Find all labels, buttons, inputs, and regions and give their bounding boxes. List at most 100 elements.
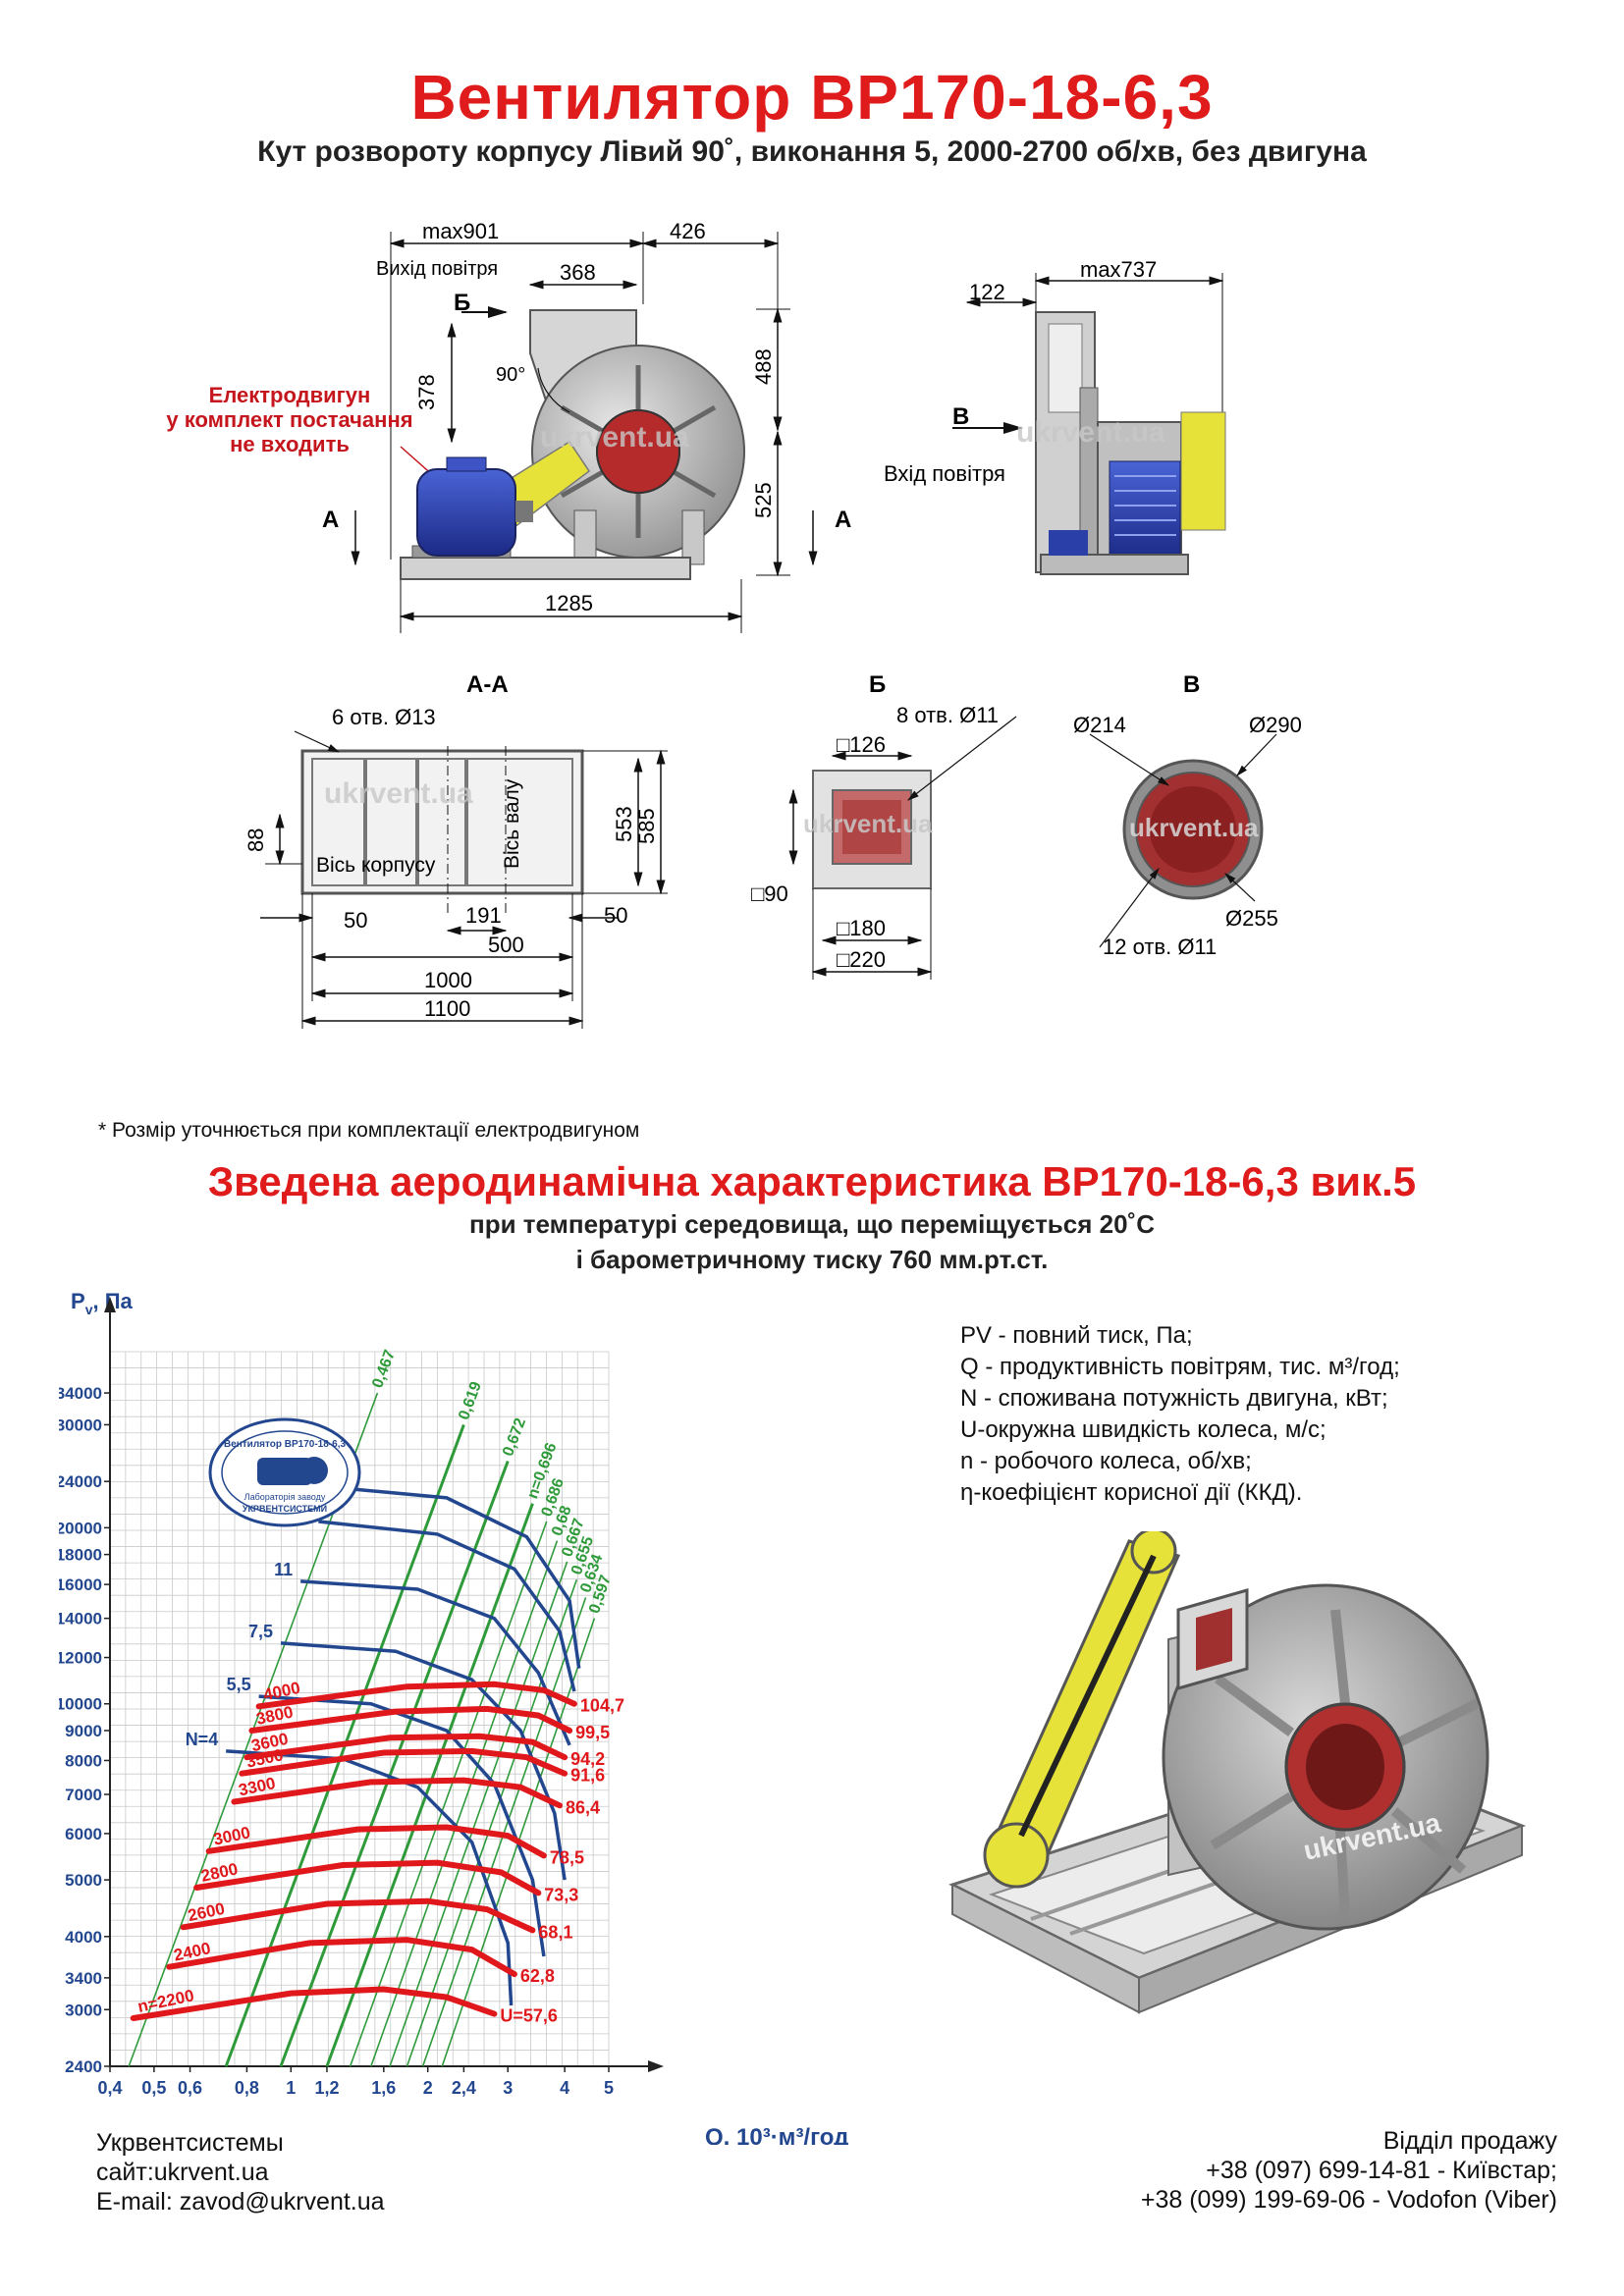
view-b-holes: 8 отв. Ø11 — [896, 703, 999, 727]
dim-585: 585 — [634, 808, 659, 844]
power-curve — [280, 1641, 567, 1881]
u-label: 91,6 — [570, 1766, 605, 1786]
aero-line2: і барометричному тиску 760 мм.рт.ст. — [575, 1245, 1049, 1274]
dim-180: □180 — [837, 916, 886, 940]
watermark-side: ukrvent.ua — [1016, 416, 1165, 449]
label-b: Б — [454, 290, 470, 316]
page-title: Вентилятор ВР170-18-6,3 — [410, 62, 1214, 133]
speed-curve — [180, 1897, 536, 1934]
speed-curve — [205, 1824, 547, 1859]
footnote: * Розмір уточнюється при комплектації ел… — [98, 1119, 640, 1142]
power-label: 11 — [274, 1560, 293, 1579]
motor-note-line: у комплект постачання — [166, 407, 413, 432]
dim-122: 122 — [969, 280, 1005, 304]
page-subtitle: Кут розвороту корпусу Лівий 90˚, виконан… — [257, 135, 1367, 168]
dim-max737: max737 — [1080, 257, 1157, 282]
label-a-left: А — [322, 507, 339, 533]
motor-note-line: не входить — [230, 432, 350, 456]
dim-1285: 1285 — [545, 591, 593, 615]
watermark-v: ukrvent.ua — [1129, 813, 1259, 842]
y-tick-label: 8000 — [65, 1751, 102, 1770]
fan-render: ukrvent.ua — [948, 1531, 1527, 2014]
view-v-holes: 12 отв. Ø11 — [1103, 934, 1217, 959]
u-label: 73,3 — [544, 1885, 578, 1904]
outlet-label: Вихід повітря — [376, 258, 498, 280]
motor-note-line: Електродвигун — [208, 383, 371, 407]
power-curve — [226, 1749, 514, 2006]
chart-legend: PV - повний тиск, Па; Q - продуктивність… — [960, 1320, 1400, 1509]
speed-curve — [244, 1733, 568, 1761]
label-a-right: А — [835, 507, 851, 533]
y-tick-label: 9000 — [65, 1722, 102, 1740]
view-b-title: Б — [869, 671, 886, 698]
u-label: 94,2 — [570, 1749, 605, 1769]
y-tick-label: 34000 — [59, 1384, 102, 1403]
badge-line2: Лабораторія заводу — [244, 1492, 326, 1502]
footer-left: Укрвентсистемы сайт:ukrvent.ua E-mail: z… — [96, 2128, 385, 2216]
dim-50-left: 50 — [344, 908, 367, 933]
y-tick-label: 7000 — [65, 1786, 102, 1804]
company-email: E-mail: zavod@ukrvent.ua — [96, 2188, 385, 2216]
u-label: 62,8 — [520, 1966, 555, 1986]
y-tick-label: 2400 — [65, 2057, 102, 2076]
x-tick-label: 1 — [286, 2078, 296, 2098]
speed-curve — [193, 1859, 542, 1896]
legend-item: N - споживана потужність двигуна, кВт; — [960, 1385, 1388, 1412]
x-tick-label: 2 — [423, 2078, 433, 2098]
power-label: 7,5 — [248, 1622, 273, 1641]
y-tick-label: 10000 — [59, 1695, 102, 1714]
section-aa — [260, 730, 668, 1029]
y-tick-label: 6000 — [65, 1825, 102, 1843]
legend-item: U-окружна швидкість колеса, м/с; — [960, 1416, 1326, 1443]
y-axis-label: Pv, Па — [71, 1289, 134, 1317]
power-curve — [318, 1520, 576, 1692]
u-label: 99,5 — [575, 1723, 610, 1742]
label-v: В — [952, 403, 969, 430]
x-tick-label: 2,4 — [452, 2078, 476, 2098]
dim-488: 488 — [751, 348, 776, 385]
badge-line3: УКРВЕНТСИСТЕМИ — [243, 1504, 327, 1514]
badge-line1: Вентилятор ВР170-18-6,3 — [224, 1439, 347, 1450]
dim-50-right: 50 — [604, 903, 627, 928]
y-axis-label-main: P — [71, 1289, 85, 1313]
y-tick-label: 16000 — [59, 1575, 102, 1594]
power-label: N=4 — [186, 1730, 219, 1749]
x-tick-label: 4 — [560, 2078, 569, 2098]
company-name: Укрвентсистемы — [96, 2129, 284, 2157]
u-label: 68,1 — [538, 1922, 572, 1942]
lab-badge: Вентилятор ВР170-18-6,3 Лабораторія заво… — [208, 1417, 361, 1527]
x-axis-arrow — [648, 2060, 664, 2072]
watermark-b: ukrvent.ua — [803, 809, 933, 838]
y-tick-label: 3400 — [65, 1969, 102, 1988]
u-label: 104,7 — [580, 1696, 624, 1716]
efficiency-line — [325, 1503, 534, 2067]
efficiency-line — [389, 1561, 568, 2067]
y-tick-label: 20000 — [59, 1519, 102, 1537]
efficiency-label: 0,619 — [456, 1379, 485, 1422]
dim-88: 88 — [244, 828, 268, 852]
x-tick-label: 1,6 — [371, 2078, 396, 2098]
view-b — [788, 716, 1017, 980]
sales-heading: Відділ продажу — [1382, 2127, 1557, 2155]
dim-max901: max901 — [422, 219, 499, 243]
u-label: U=57,6 — [500, 2006, 558, 2026]
aa-holes: 6 отв. Ø13 — [332, 705, 436, 729]
y-tick-label: 12000 — [59, 1649, 102, 1668]
efficiency-label: 0,672 — [500, 1415, 529, 1459]
legend-item: PV - повний тиск, Па; — [960, 1322, 1193, 1349]
x-tick-label: 0,4 — [97, 2078, 122, 2098]
section-aa-title: А-А — [466, 671, 509, 698]
y-tick-label: 30000 — [59, 1415, 102, 1434]
angle-label: 90° — [496, 364, 525, 386]
y-tick-label: 3000 — [65, 2001, 102, 2019]
dim-d290: Ø290 — [1249, 713, 1302, 737]
u-label: 86,4 — [566, 1797, 600, 1817]
y-tick-label: 5000 — [65, 1871, 102, 1890]
x-tick-label: 0,5 — [141, 2078, 166, 2098]
efficiency-line — [421, 1597, 587, 2067]
technical-drawing: max901 426 Вихід повітря 368 Б 378 90° 4… — [244, 219, 1302, 1029]
y-axis-arrow — [104, 1297, 116, 1312]
side-view — [952, 273, 1226, 575]
speed-curve — [130, 1986, 498, 2021]
x-tick-label: 0,8 — [235, 2078, 259, 2098]
